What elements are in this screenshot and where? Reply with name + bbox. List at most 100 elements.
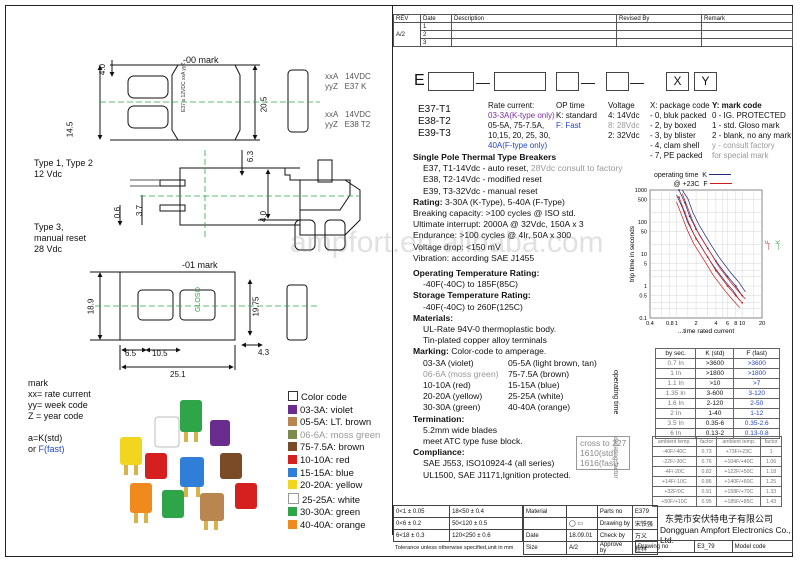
table-header: factor xyxy=(695,436,718,447)
color-code-text: 75-7.5A: brown xyxy=(300,442,365,454)
chart-point-K xyxy=(688,215,691,218)
mark-00-label: -00 mark xyxy=(183,55,219,65)
type3-view-terminal xyxy=(294,219,316,251)
table-cell: 1.6 In xyxy=(654,398,697,409)
chart-y-tick: 500 xyxy=(638,198,647,204)
pn-package: X: package code - 0, bluk packed - 2, by… xyxy=(650,101,710,160)
chart-y-tick: 10 xyxy=(641,252,647,258)
side-view-blade xyxy=(159,179,186,187)
chart-point-F xyxy=(678,196,680,198)
bottom-view-lens xyxy=(286,284,308,341)
chart-point-F xyxy=(683,211,686,214)
type3-view-body xyxy=(299,179,361,236)
color-swatch xyxy=(288,429,297,439)
rev-row: 3 xyxy=(420,38,452,47)
color-code-text: 06-6A: moss green xyxy=(300,429,381,441)
table-cell: 1.18 xyxy=(760,466,782,477)
table-cell: 0.82 xyxy=(695,466,718,477)
body-logo-text: GLOSO xyxy=(195,287,202,312)
chart-x-tick: 1 xyxy=(675,321,678,327)
side-view-blade xyxy=(159,204,186,212)
chart-y-tick: 100 xyxy=(638,220,647,226)
table-cell: 0.35-6 xyxy=(695,418,735,429)
color-code-title: Color code xyxy=(288,391,380,405)
part-number-prefix: E xyxy=(414,72,425,89)
chart-side-label-f: —F xyxy=(766,240,772,250)
pn-dash: — xyxy=(581,74,595,90)
top-view-terminal xyxy=(127,75,169,99)
table-cell: 1-12 xyxy=(733,408,780,419)
dim-4-3: 4.3 xyxy=(258,348,270,357)
pn-op: OP time K: standard F: Fast xyxy=(556,101,597,130)
dim-25-1: 25.1 xyxy=(170,370,186,379)
dim-19-75: 19.75 xyxy=(251,296,261,317)
chart-y-tick: 0.5 xyxy=(639,294,647,300)
tolerance-note: Tolerance unless otherwise specified,uni… xyxy=(395,545,514,551)
table-cell: +73F/+23C xyxy=(716,446,762,457)
table-cell: +14F/-10C xyxy=(652,476,697,487)
color-code-item: 30-30A: green xyxy=(288,507,380,520)
chart-x-tick: 4 xyxy=(714,321,717,327)
table-cell: 2 In xyxy=(654,408,697,419)
table-cell: +104F/+40C xyxy=(716,456,762,467)
rev-row: 2 xyxy=(420,30,452,39)
table-cell: 3-600 xyxy=(695,388,735,399)
table-cell: >1800 xyxy=(695,368,735,379)
table-cell: 0.91 xyxy=(695,486,718,497)
bottom-view-terminal xyxy=(137,289,174,321)
chart-x-tick: 10 xyxy=(739,321,745,327)
table-cell: 1.06 xyxy=(760,456,782,467)
table-cell: 0.35-2.6 xyxy=(733,418,780,429)
table-header: factor xyxy=(760,436,782,447)
pn-box-y: Y xyxy=(694,72,717,91)
derate-side-label: derating factor xyxy=(612,437,619,479)
color-code-item: 06-6A: moss green xyxy=(288,429,381,443)
pn-mark: Y: mark code 0 - IG. PROTECTED 1 - std. … xyxy=(712,101,792,160)
color-code-text: 03-3A: violet xyxy=(300,404,353,416)
product-photo xyxy=(120,400,257,530)
color-swatch xyxy=(288,417,297,427)
table-row: 1 In>1800>1800 xyxy=(654,368,780,379)
color-code-item: 03-3A: violet xyxy=(288,404,380,418)
pn-rate: Rate current: 03-3A(K-type only) 05-5A, … xyxy=(488,101,555,150)
chart-point-K xyxy=(726,275,729,278)
specifications: Single Pole Thermal Type Breakers E37, T… xyxy=(413,152,643,481)
mark-legend: mark xx= rate current yy= week code Z = … xyxy=(28,378,91,421)
table-cell: >7 xyxy=(733,378,780,389)
marking-row: 06-6A (moss green)75-7.5A (brown) xyxy=(423,368,570,379)
spec-title: Single Pole Thermal Type Breakers xyxy=(413,152,557,162)
table-cell: -4F/-20C xyxy=(652,466,697,477)
pn-box-rate xyxy=(494,72,546,91)
table-cell: 0.76 xyxy=(695,456,718,467)
table-header: F (fast) xyxy=(733,348,780,359)
description-header: Description xyxy=(451,14,617,23)
pn-voltage: Voltage 4: 14Vdc 8: 28Vdc 2: 32Vdc xyxy=(608,101,640,140)
table-cell: 1.1 In xyxy=(654,378,697,389)
pn-box-x: X xyxy=(666,72,689,91)
chart-point-F xyxy=(695,237,697,240)
color-code-item: 05-5A: LT. brown xyxy=(288,417,380,430)
color-swatch xyxy=(288,519,297,529)
pn-box-op xyxy=(556,72,579,91)
mark-01-label: -01 mark xyxy=(182,260,218,270)
table-cell: +32F/0C xyxy=(652,486,697,497)
color-code-text: 25-25A: white xyxy=(302,494,361,506)
marking-row: 03-3A (violet)05-5A (light brown, tan) xyxy=(423,357,597,368)
table-cell: 0.73 xyxy=(695,446,718,457)
table-header: ambient temp. xyxy=(716,436,762,447)
table-cell: 3.5 In xyxy=(654,418,697,429)
chart-point-F xyxy=(706,256,709,259)
chart-point-F xyxy=(734,294,737,297)
chart-x-tick: 2 xyxy=(695,321,698,327)
chart-series-line-F xyxy=(676,201,741,308)
dim-14-5: 14.5 xyxy=(65,121,75,138)
dim-4-0: 4.0 xyxy=(98,63,108,76)
